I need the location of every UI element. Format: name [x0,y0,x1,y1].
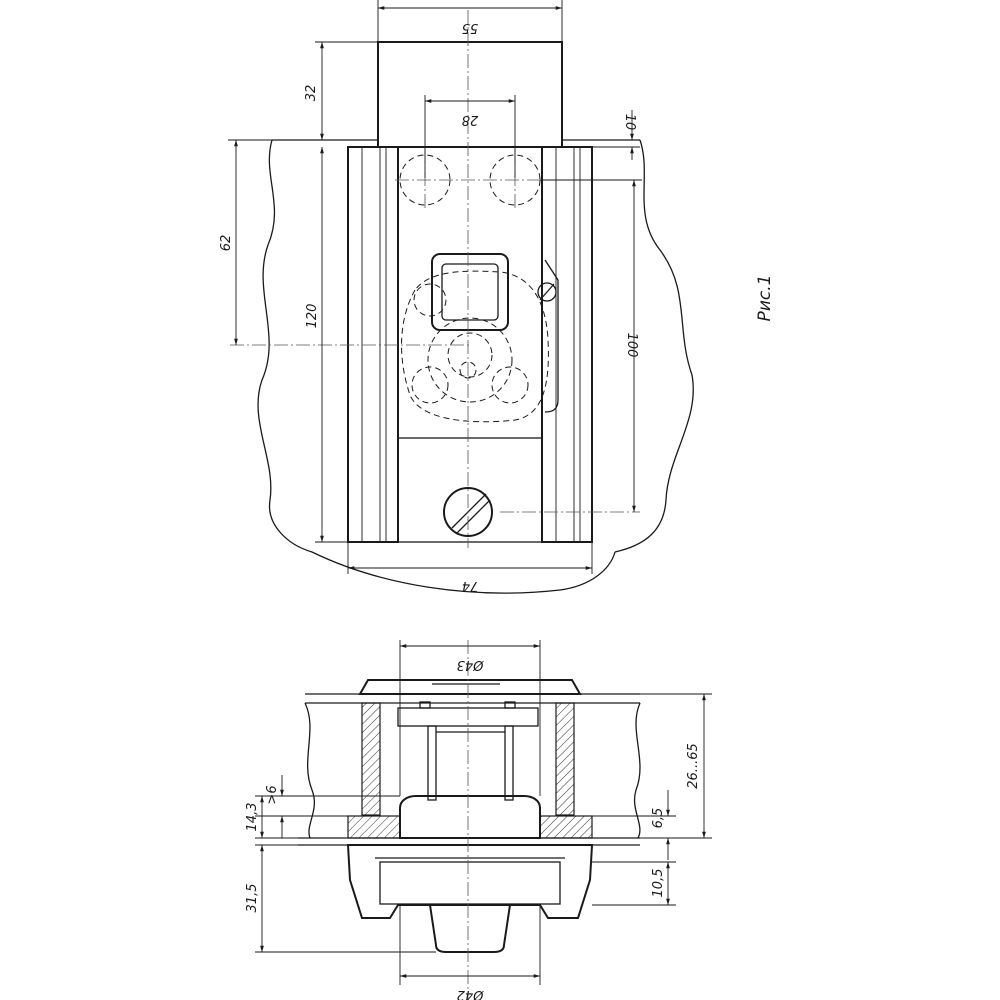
svg-text:10,5: 10,5 [651,869,666,898]
svg-text:Ø43: Ø43 [457,657,485,672]
svg-text:32: 32 [304,85,319,102]
clamp-pad-right [539,815,593,839]
svg-text:6,5: 6,5 [651,808,666,829]
hidden-mechanism [401,270,549,423]
svg-text:14,3: 14,3 [245,803,260,832]
dim-55: 55 [377,0,563,42]
top-flange [358,679,582,695]
clamp-pad-left [347,815,401,839]
svg-text:74: 74 [462,578,479,593]
dim-62: 62 [219,139,272,345]
dim-31-5: 31,5 [245,844,436,953]
dim-diam-43: Ø43 [399,640,541,796]
latch-plate [537,259,559,413]
dim-diam-42: Ø42 [399,905,541,1000]
figure-caption: Рис.1 [755,275,775,322]
lower-panel [298,837,640,846]
panel-break-outline [257,139,694,594]
bottom-knob [428,904,512,953]
svg-text:31,5: 31,5 [245,884,260,913]
svg-text:26...65: 26...65 [686,743,701,788]
rods [427,725,514,801]
inner-block [399,795,541,839]
dim-10-5: 10,5 [592,861,676,906]
svg-text:>6: >6 [265,785,280,804]
square-key-socket [431,253,509,331]
svg-text:28: 28 [462,112,479,127]
housing-wall-right [555,702,575,816]
dim-6-5: 6,5 [592,790,676,860]
left-rail [347,146,399,543]
dim-14-3: 14,3 [245,796,298,839]
svg-text:100: 100 [624,333,639,358]
dim-120: 120 [305,147,348,543]
housing-wall-left [361,702,381,816]
svg-text:120: 120 [305,304,320,329]
lower-housing [346,844,594,919]
section-view: Ø43 Ø42 26...65 6,5 10,5 [245,640,712,1000]
right-rail [541,146,593,543]
svg-text:10: 10 [622,114,637,131]
dim-26-65: 26...65 [640,693,712,839]
dim-10: 10 [592,110,640,160]
svg-text:55: 55 [462,20,479,35]
svg-text:Ø42: Ø42 [457,987,485,1000]
slotted-screw-icon [443,487,493,537]
upper-plate [377,41,563,148]
dim-28: 28 [424,95,516,178]
dim-32: 32 [304,41,378,140]
inner-plate [397,437,543,543]
dim-74: 74 [347,542,593,593]
dim-100: 100 [540,179,642,512]
dim-gt-6: >6 [255,775,400,838]
svg-text:62: 62 [219,235,234,252]
top-view: 55 28 32 10 62 [219,0,775,594]
hidden-bolts-upper [395,150,545,210]
